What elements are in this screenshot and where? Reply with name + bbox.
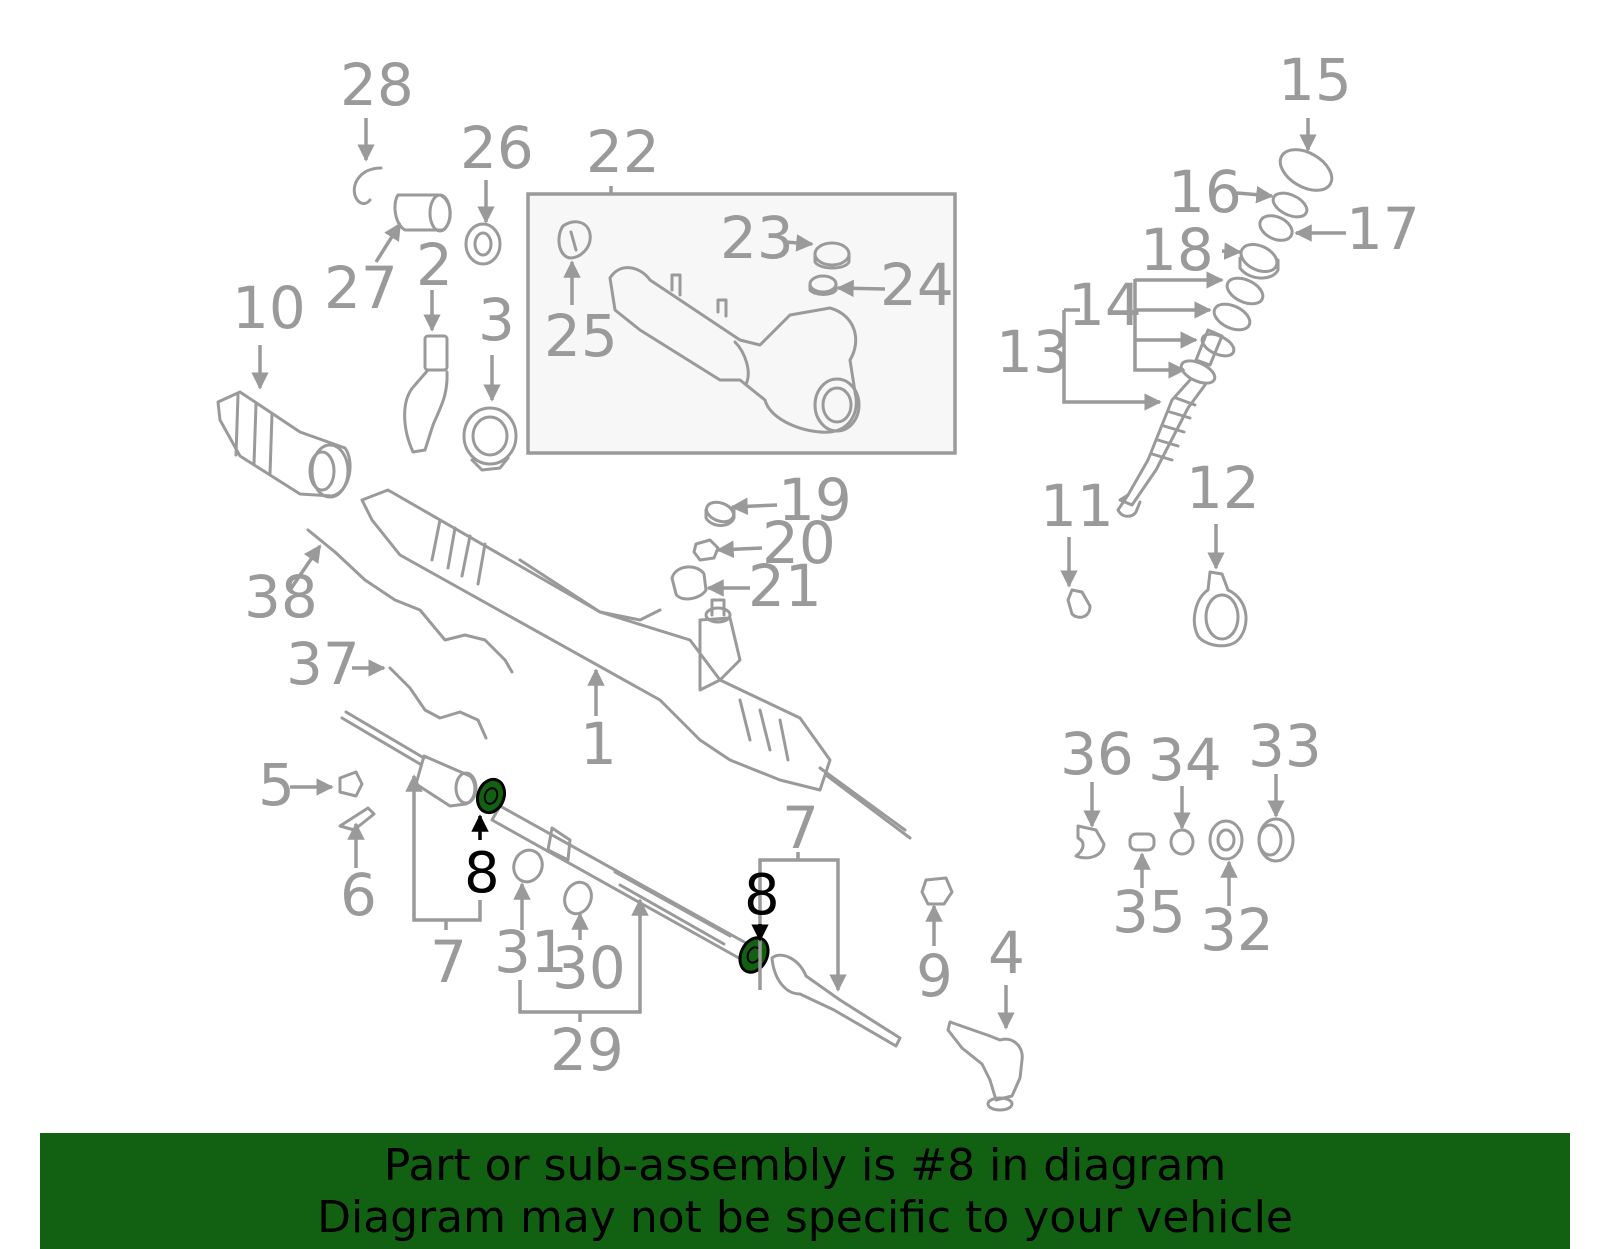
part-27-bushing — [393, 193, 452, 233]
callout-36: 36 — [1060, 720, 1134, 788]
part-14-seal-b — [1212, 302, 1252, 332]
part-22-gear-housing — [608, 266, 861, 434]
part-2-clamp — [403, 334, 449, 454]
gear-housing-box — [526, 192, 957, 455]
banner-line-1: Part or sub-assembly is #8 in diagram — [383, 1140, 1227, 1191]
part-24-seal — [808, 274, 838, 296]
callout-8-left: 8 — [464, 841, 500, 906]
callout-15: 15 — [1278, 46, 1352, 114]
info-banner: Part or sub-assembly is #8 in diagram Di… — [40, 1133, 1570, 1249]
part-30-ring — [563, 880, 593, 916]
part-34-bushing — [1169, 828, 1195, 856]
part-32-bushing — [1208, 819, 1244, 861]
part-31-ring — [512, 848, 544, 884]
callout-21: 21 — [748, 552, 822, 620]
callout-28: 28 — [340, 51, 414, 119]
part-21-cap — [670, 565, 708, 601]
callout-27: 27 — [324, 254, 398, 322]
callout-14: 14 — [1068, 271, 1142, 339]
callout-33: 33 — [1248, 712, 1322, 780]
part-20-nut — [692, 538, 720, 562]
callout-7-right: 7 — [782, 794, 819, 862]
callout-7-left: 7 — [430, 928, 467, 996]
callout-35: 35 — [1112, 878, 1186, 946]
callout-32: 32 — [1200, 896, 1274, 964]
part-7-tie-rod-right — [770, 953, 902, 1048]
part-14-seal-a — [1225, 276, 1265, 306]
part-3-clamp — [462, 406, 518, 472]
callout-29: 29 — [550, 1016, 624, 1084]
part-37-pressure-tube — [388, 666, 488, 740]
banner-line-2: Diagram may not be specific to your vehi… — [317, 1192, 1293, 1243]
callout-4: 4 — [988, 919, 1025, 987]
part-26-seal — [464, 222, 502, 266]
part-33-bushing — [1257, 817, 1295, 863]
callout-24: 24 — [880, 251, 954, 319]
part-38-pressure-tube — [306, 528, 507, 662]
part-28-snap-ring — [352, 166, 383, 205]
callout-20: 20 — [762, 509, 836, 577]
callout-26: 26 — [460, 114, 534, 182]
callout-13: 13 — [996, 318, 1070, 386]
part-11-bushing — [1066, 588, 1092, 619]
part-4-tie-rod-end — [946, 1020, 1024, 1112]
callout-1: 1 — [580, 710, 617, 778]
callout-19: 19 — [778, 466, 852, 534]
callout-5: 5 — [258, 751, 295, 819]
callout-23: 23 — [720, 204, 794, 272]
callout-8-right: 8 — [744, 863, 780, 928]
callout-25: 25 — [544, 302, 618, 370]
callout-10: 10 — [232, 274, 306, 342]
callout-2: 2 — [416, 231, 453, 299]
callout-38: 38 — [244, 563, 318, 631]
part-15-cap — [1278, 148, 1334, 192]
part-9-bushing — [920, 876, 954, 906]
callout-22: 22 — [586, 118, 660, 186]
callout-12: 12 — [1186, 454, 1260, 522]
callout-9: 9 — [916, 942, 953, 1010]
callout-30: 30 — [552, 934, 626, 1002]
callout-6: 6 — [340, 861, 377, 929]
part-17-ring — [1258, 214, 1294, 242]
callout-11: 11 — [1040, 472, 1114, 540]
part-19-nut — [704, 500, 736, 527]
part-1-rack-assembly — [360, 488, 912, 840]
part-18-bearing — [1238, 242, 1280, 280]
leader-lines — [251, 118, 1346, 1030]
callout-17: 17 — [1346, 195, 1420, 263]
callout-16: 16 — [1168, 158, 1242, 226]
callout-labels: 28 26 22 27 2 10 3 25 23 24 15 16 17 18 … — [232, 46, 1420, 1084]
callout-34: 34 — [1148, 726, 1222, 794]
part-7-tie-rod-left — [340, 710, 478, 808]
callout-18: 18 — [1140, 216, 1214, 284]
callout-3: 3 — [478, 286, 515, 354]
part-5-clip — [338, 770, 364, 798]
part-12-boot — [1192, 570, 1248, 648]
callout-37: 37 — [286, 630, 360, 698]
part-23-seal — [813, 241, 851, 270]
part-8-highlight-left — [475, 777, 507, 815]
part-38-fitting — [503, 658, 514, 674]
callout-31: 31 — [494, 918, 568, 986]
part-35-bushing — [1128, 832, 1156, 852]
part-10-boot — [216, 390, 352, 499]
part-25-insulator — [557, 220, 592, 260]
part-36-cushion — [1074, 824, 1106, 860]
